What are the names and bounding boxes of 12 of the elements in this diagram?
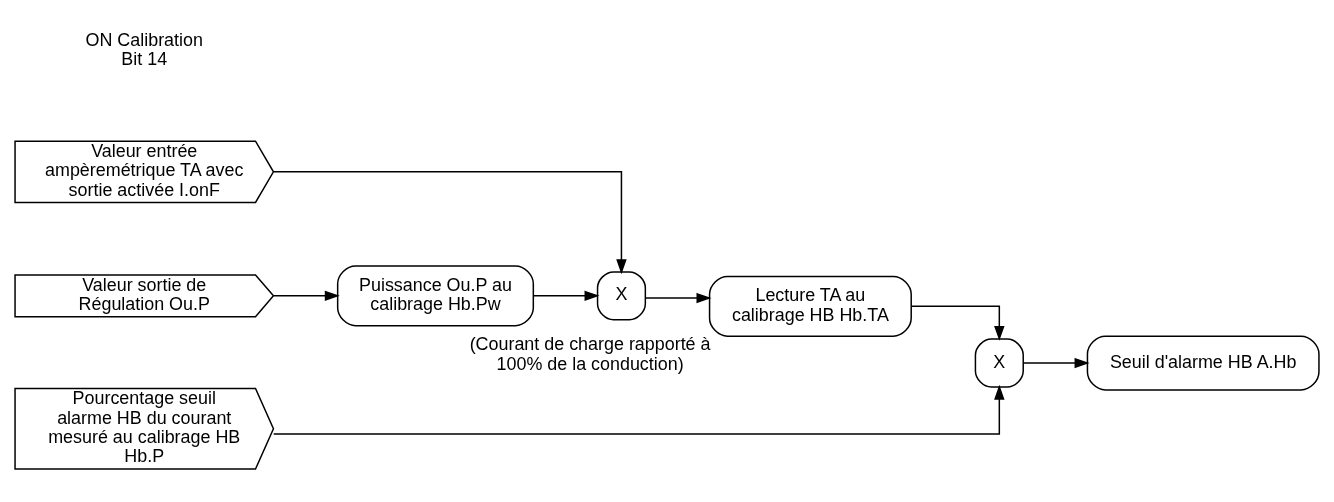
- arrow: [532, 290, 600, 302]
- node-label: (Courant de charge rapporté à 100% de la conduction): [469, 334, 711, 374]
- arrow: [272, 290, 340, 302]
- arrow: [910, 305, 1005, 341]
- arrow: [1022, 357, 1090, 369]
- arrow: [273, 171, 627, 275]
- label: ON Calibration Bit 14: [85, 29, 203, 70]
- arrow: [644, 292, 712, 304]
- node-box: Puissance Ou.P au calibrage Hb.Pw: [336, 265, 535, 327]
- arrow: [272, 384, 1005, 435]
- node-box: Lecture TA au calibrage HB Hb.TA: [708, 275, 912, 337]
- node-box: Seuil d'alarme HB A.Hb: [1086, 335, 1320, 391]
